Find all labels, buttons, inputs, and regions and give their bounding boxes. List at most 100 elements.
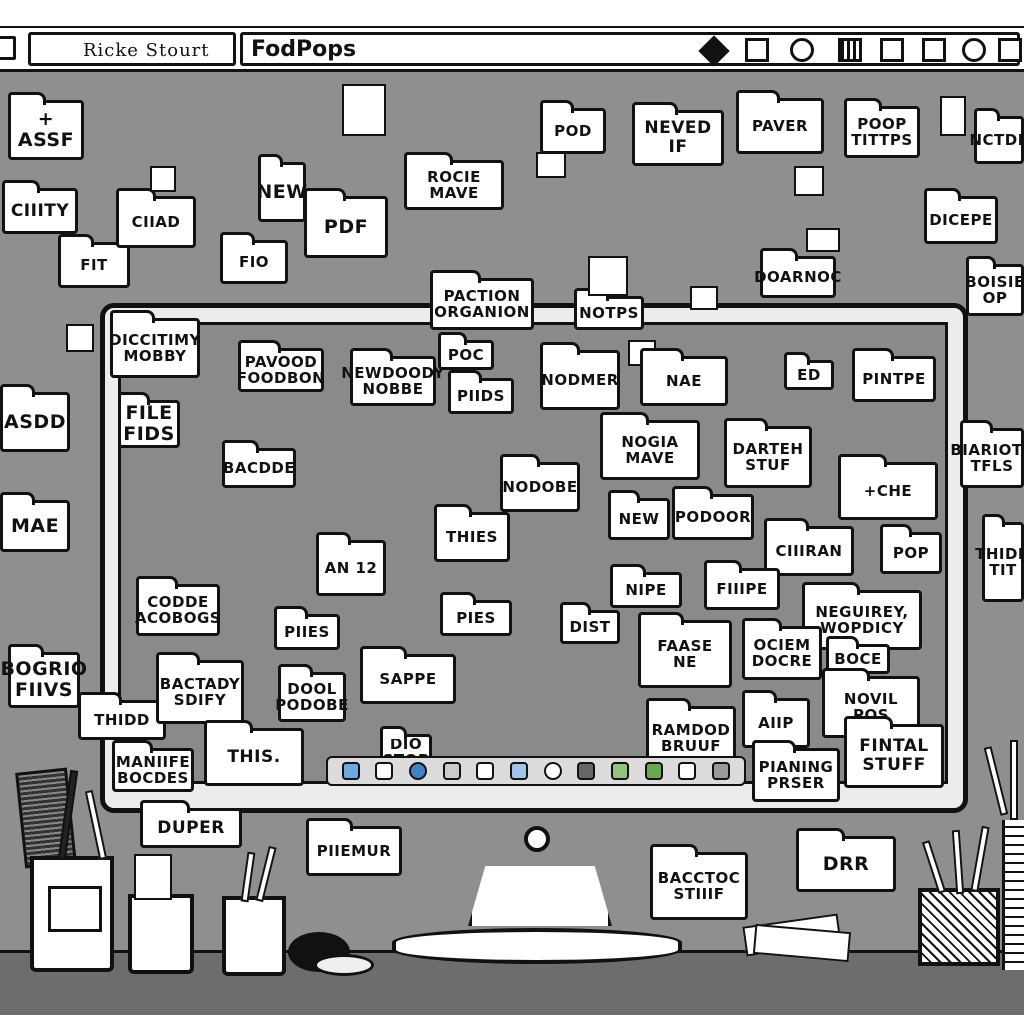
square-icon[interactable] — [998, 38, 1022, 62]
app-icon[interactable] — [678, 762, 697, 780]
wall-folder[interactable]: PAVER — [736, 90, 824, 154]
wall-folder[interactable]: PIIEMUR — [306, 818, 402, 876]
desktop-folder[interactable]: DIST — [560, 602, 620, 644]
desktop-folder[interactable]: PIANING PRSER — [752, 740, 840, 802]
desktop-folder[interactable]: THIES — [434, 504, 510, 562]
desktop-folder[interactable]: PODOOR — [672, 486, 754, 540]
wall-folder[interactable]: DOARNOC — [754, 248, 841, 298]
wall-folder[interactable]: POOP TITTPS — [844, 98, 920, 158]
folder-label: AIIP — [758, 713, 794, 732]
folder-label: FINTAL STUFF — [859, 736, 929, 775]
app-icon[interactable] — [543, 762, 562, 780]
square-icon[interactable] — [880, 38, 904, 62]
desktop-folder[interactable]: POP — [880, 524, 942, 574]
desktop-folder[interactable]: FINTAL STUFF — [844, 716, 944, 788]
app-icon[interactable] — [476, 762, 495, 780]
app-icon[interactable] — [577, 762, 596, 780]
desktop-folder[interactable]: PINTPE — [852, 348, 936, 402]
circle-icon[interactable] — [790, 38, 814, 62]
desktop-folder[interactable]: BACDDE — [222, 440, 296, 488]
app-icon[interactable] — [611, 762, 630, 780]
desktop-folder[interactable]: PIIDS — [448, 370, 514, 414]
wall-folder[interactable]: ROCIE MAVE — [404, 152, 504, 210]
desktop-folder[interactable]: NEGUIREY, WOPDICY — [802, 582, 922, 650]
app-icon[interactable] — [341, 762, 360, 780]
app-icon[interactable] — [510, 762, 529, 780]
desktop-folder[interactable]: NAE — [640, 348, 728, 406]
desktop-folder[interactable]: AIIP — [742, 690, 810, 748]
desktop-folder[interactable]: FIIIPE — [704, 560, 780, 610]
wall-folder[interactable]: THIDD TIT — [975, 514, 1024, 602]
wall-folder[interactable]: DICEPE — [924, 188, 998, 244]
folder-label: DARTEH STUF — [732, 439, 804, 474]
app-icon[interactable] — [442, 762, 461, 780]
desktop-folder[interactable]: NIPE — [610, 564, 682, 608]
desktop-folder[interactable]: PAVOOD FOODBON — [237, 340, 325, 392]
desktop-folder[interactable]: NEW — [608, 490, 670, 540]
wall-folder[interactable]: MAE — [0, 492, 70, 552]
square-icon[interactable] — [922, 38, 946, 62]
wall-folder[interactable]: BOISIE OP — [965, 256, 1024, 316]
app-icon[interactable] — [644, 762, 663, 780]
wall-folder[interactable]: CIIITY — [2, 180, 78, 234]
desktop-folder[interactable]: CODDE ACOBOGS — [135, 576, 221, 636]
window-title-bar: Ricke Stourt FodPops — [0, 28, 1024, 72]
desktop-folder[interactable]: THIS. — [204, 720, 304, 786]
desktop-folder[interactable]: SAPPE — [360, 646, 456, 704]
wall-folder[interactable]: POD — [540, 100, 606, 154]
wall-folder[interactable]: FILE FIDS — [118, 392, 180, 448]
desktop-folder[interactable]: POC — [438, 332, 494, 370]
wall-folder[interactable]: NCTDE — [970, 108, 1024, 164]
wall-folder[interactable]: PACTION ORGANION — [430, 270, 534, 330]
folder-label: DUPER — [157, 817, 225, 838]
wall-folder[interactable]: BACCTOC STIIIF — [650, 844, 748, 920]
wall-folder[interactable]: MANIIFE BOCDES — [112, 740, 194, 792]
folder-label: NODOBE — [502, 477, 578, 496]
desktop-folder[interactable]: NODOBE — [500, 454, 580, 512]
wall-folder[interactable]: DUPER — [140, 800, 242, 848]
dock-bar — [326, 756, 746, 786]
desktop-folder[interactable]: CIIIRAN — [764, 518, 854, 576]
desktop-folder[interactable]: PIIES — [274, 606, 340, 650]
wall-folder[interactable]: PDF — [304, 188, 388, 258]
wall-folder[interactable]: NEW — [256, 154, 307, 222]
window-edge-tab[interactable] — [0, 36, 16, 60]
desktop-folder[interactable]: AN 12 — [316, 532, 386, 596]
circle-icon[interactable] — [962, 38, 986, 62]
desktop-folder[interactable]: ED — [784, 352, 834, 390]
wall-folder[interactable]: DICCITIMY MOBBY — [109, 310, 200, 378]
wall-folder[interactable]: THIDD — [78, 692, 166, 740]
desktop-folder[interactable]: DOOL PODOBE — [275, 664, 348, 722]
wall-folder[interactable]: FIO — [220, 232, 288, 284]
folder-label: NAE — [666, 371, 702, 390]
desktop-folder[interactable]: PIES — [440, 592, 512, 636]
striped-square-icon[interactable] — [838, 38, 862, 62]
browser-icon[interactable] — [409, 762, 428, 780]
wall-folder[interactable]: ASDD — [0, 384, 70, 452]
desktop-folder[interactable]: NODMER — [540, 342, 620, 410]
desktop-folder[interactable]: DARTEH STUF — [724, 418, 812, 488]
wall-folder[interactable]: + ASSF — [8, 92, 84, 160]
app-icon[interactable] — [712, 762, 731, 780]
square-icon[interactable] — [745, 38, 769, 62]
desktop-folder[interactable]: FAASE NE — [638, 612, 732, 688]
desktop-folder[interactable]: +CHE — [838, 454, 938, 520]
wall-folder[interactable]: NEVED IF — [632, 102, 724, 166]
wall-folder[interactable]: DRR — [796, 828, 896, 892]
wall-folder[interactable]: NOTPS — [574, 288, 644, 330]
desktop-folder[interactable]: OCIEM DOCRE — [742, 618, 822, 680]
folder-label: PINTPE — [862, 369, 926, 388]
wall-folder[interactable]: BOGRIO FIIVS — [0, 644, 87, 708]
folder-label: NOGIA MAVE — [621, 432, 679, 467]
folder-label: +CHE — [863, 481, 913, 500]
wall-folder[interactable]: CIIAD — [116, 188, 196, 248]
desktop-folder[interactable]: NEWDOODY NOBBE — [341, 348, 444, 406]
user-name-field[interactable]: Ricke Stourt — [28, 32, 236, 66]
desktop-folder[interactable]: NOGIA MAVE — [600, 412, 700, 480]
wall-folder[interactable]: FIT — [58, 234, 130, 288]
app-icon[interactable] — [375, 762, 394, 780]
pencil-basket — [918, 888, 1000, 966]
desktop-folder[interactable]: BACTADY SDIFY — [156, 652, 244, 724]
power-button-icon[interactable] — [524, 826, 550, 852]
